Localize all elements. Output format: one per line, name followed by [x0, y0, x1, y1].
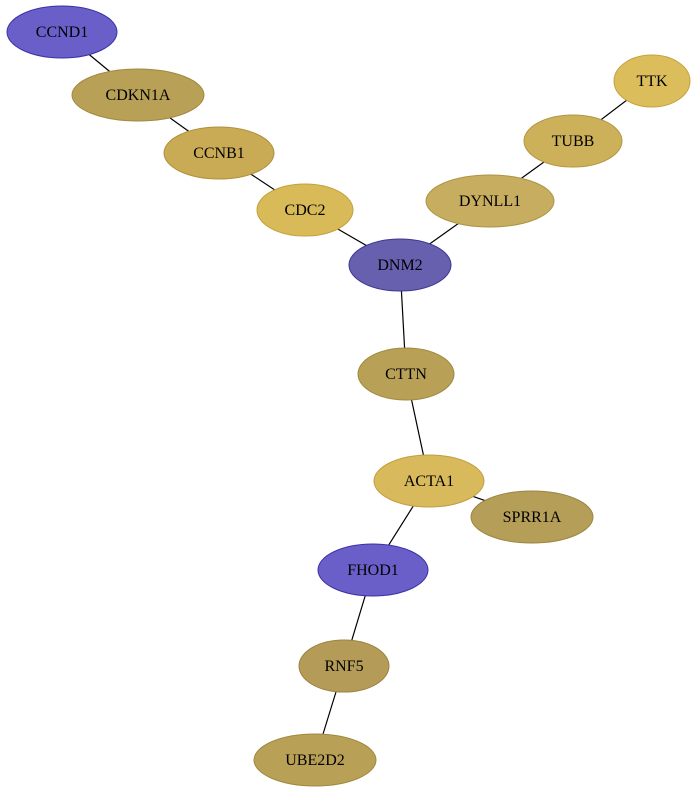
node-cdc2[interactable]: CDC2	[256, 183, 354, 237]
node-cdkn1a[interactable]: CDKN1A	[71, 68, 205, 122]
node-ellipse[interactable]	[357, 347, 455, 401]
node-ellipse[interactable]	[298, 639, 390, 693]
node-ellipse[interactable]	[523, 114, 623, 168]
node-ellipse[interactable]	[317, 543, 429, 597]
node-ellipse[interactable]	[373, 454, 485, 508]
node-cttn[interactable]: CTTN	[357, 347, 455, 401]
node-dnm2[interactable]: DNM2	[348, 238, 452, 292]
node-tubb[interactable]: TUBB	[523, 114, 623, 168]
node-ellipse[interactable]	[613, 54, 691, 108]
node-ttk[interactable]: TTK	[613, 54, 691, 108]
node-ellipse[interactable]	[71, 68, 205, 122]
node-sprr1a[interactable]: SPRR1A	[470, 490, 594, 544]
node-ube2d2[interactable]: UBE2D2	[253, 733, 377, 787]
node-acta1[interactable]: ACTA1	[373, 454, 485, 508]
node-dynll1[interactable]: DYNLL1	[425, 174, 555, 228]
node-ellipse[interactable]	[6, 5, 118, 59]
node-ellipse[interactable]	[348, 238, 452, 292]
node-ellipse[interactable]	[163, 126, 275, 180]
node-ellipse[interactable]	[256, 183, 354, 237]
node-fhod1[interactable]: FHOD1	[317, 543, 429, 597]
node-ellipse[interactable]	[470, 490, 594, 544]
node-ccnb1[interactable]: CCNB1	[163, 126, 275, 180]
node-rnf5[interactable]: RNF5	[298, 639, 390, 693]
node-ellipse[interactable]	[425, 174, 555, 228]
node-ccnd1[interactable]: CCND1	[6, 5, 118, 59]
node-ellipse[interactable]	[253, 733, 377, 787]
